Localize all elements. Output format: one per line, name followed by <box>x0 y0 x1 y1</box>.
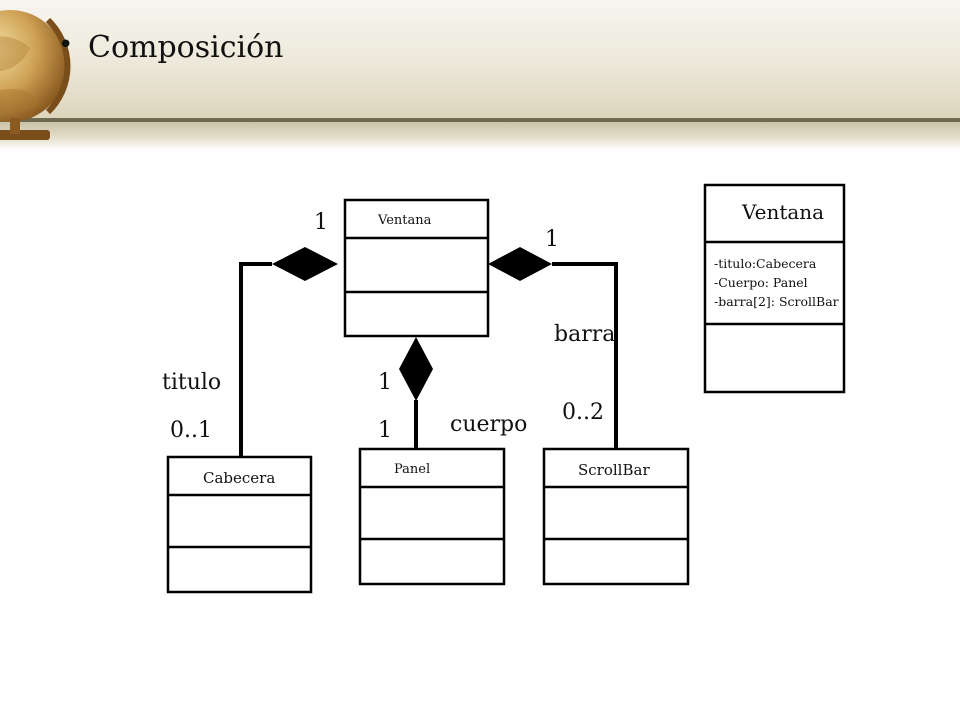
multiplicity-barra: 0..2 <box>562 400 604 425</box>
class-box-scrollbar: ScrollBar <box>542 447 690 586</box>
multiplicity-titulo: 0..1 <box>170 418 212 443</box>
role-titulo: titulo <box>162 370 221 395</box>
multiplicity-panel-top: 1 <box>378 370 392 395</box>
detail-attribute-cuerpo: -Cuerpo: Panel <box>714 275 808 290</box>
class-box-cabecera: Cabecera <box>166 455 313 594</box>
class-name-panel: Panel <box>394 462 430 477</box>
globe-icon <box>0 10 71 140</box>
class-box-panel: Panel <box>358 447 506 586</box>
slide-title: Composición <box>88 30 284 65</box>
title-bullet: • <box>58 30 74 60</box>
multiplicity-ventana-left: 1 <box>314 210 328 235</box>
class-name-scrollbar: ScrollBar <box>578 461 650 479</box>
composition-diamond-right <box>488 247 552 281</box>
class-name-cabecera: Cabecera <box>203 469 275 487</box>
multiplicity-panel-bottom: 1 <box>378 418 392 443</box>
detail-class-name: Ventana <box>741 200 824 224</box>
class-name-ventana: Ventana <box>377 213 432 228</box>
connector-barra <box>552 262 618 449</box>
composition-diamond-bottom <box>399 337 433 401</box>
role-barra: barra <box>554 322 615 347</box>
detail-attribute-titulo: -titulo:Cabecera <box>714 256 817 271</box>
class-box-ventana: Ventana <box>343 198 490 338</box>
header-band <box>0 0 960 118</box>
multiplicity-ventana-right: 1 <box>545 227 559 252</box>
composition-diamond-left <box>272 247 338 281</box>
class-box-ventana-detail: Ventana -titulo:Cabecera -Cuerpo: Panel … <box>703 183 846 394</box>
role-cuerpo: cuerpo <box>450 412 527 437</box>
detail-attribute-barra: -barra[2]: ScrollBar <box>714 294 839 309</box>
header-divider <box>0 118 960 122</box>
header-shadow-band <box>0 122 960 150</box>
